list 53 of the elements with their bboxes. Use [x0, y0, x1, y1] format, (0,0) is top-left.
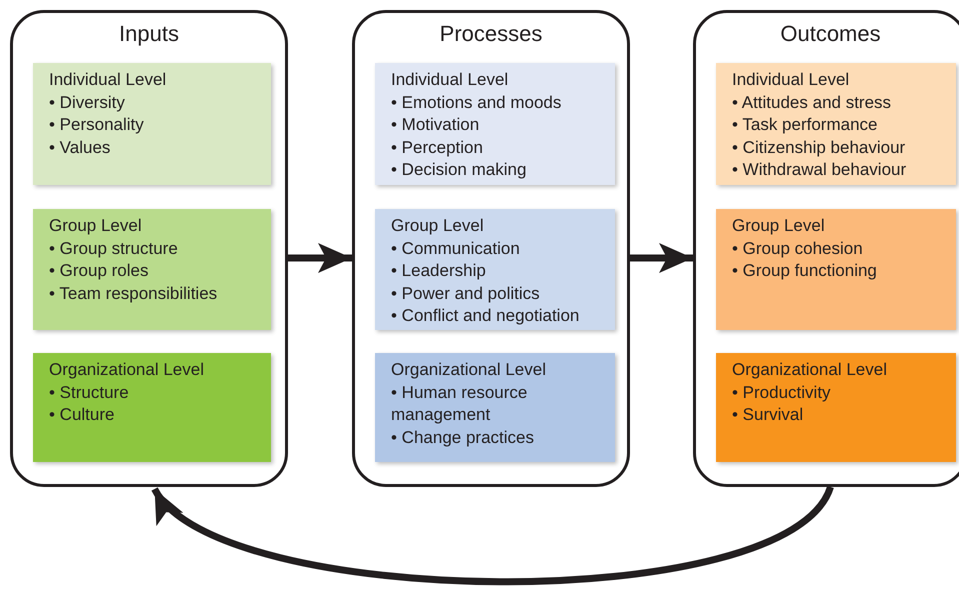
list-item: • Diversity — [49, 92, 125, 114]
level-box — [33, 353, 271, 462]
level-heading: Individual Level — [732, 69, 850, 91]
list-item: • Personality — [49, 114, 144, 136]
list-item: • Values — [49, 136, 110, 158]
panel-title: Outcomes — [780, 21, 881, 47]
level-heading: Organizational Level — [49, 359, 204, 381]
list-item: • Group structure — [49, 238, 178, 260]
level-box — [375, 63, 615, 185]
list-item: • Communication — [391, 238, 520, 260]
level-box — [33, 209, 271, 330]
panel-title: Processes — [440, 21, 542, 47]
list-item: • Culture — [49, 404, 114, 426]
level-box — [375, 209, 615, 330]
list-item: • Productivity — [732, 382, 831, 404]
list-item: • Power and politics — [391, 282, 540, 304]
list-item: • Leadership — [391, 260, 486, 282]
list-item: • Group functioning — [732, 260, 877, 282]
arrow — [630, 243, 693, 274]
level-box — [716, 209, 956, 330]
level-box — [375, 353, 615, 462]
panel-title: Inputs — [119, 21, 179, 47]
list-item: • Change practices — [391, 426, 534, 448]
level-heading: Group Level — [49, 215, 142, 237]
level-heading: Organizational Level — [732, 359, 887, 381]
list-item: • Withdrawal behaviour — [732, 159, 906, 181]
list-item: • Survival — [732, 404, 804, 426]
list-item: • Citizenship behaviour — [732, 136, 906, 158]
level-heading: Individual Level — [391, 69, 508, 91]
list-item: • Perception — [391, 136, 483, 158]
arrow — [288, 243, 352, 274]
list-item: • Group roles — [49, 260, 148, 282]
list-item: • Attitudes and stress — [732, 92, 892, 114]
level-box — [716, 63, 956, 185]
level-box — [716, 353, 956, 462]
stage-panel — [352, 10, 630, 487]
list-item: • Task performance — [732, 114, 878, 136]
list-item: • Motivation — [391, 114, 480, 136]
level-heading: Individual Level — [49, 69, 166, 91]
list-item: • Decision making — [391, 159, 526, 181]
stage-panel — [10, 10, 288, 487]
level-box — [33, 63, 271, 185]
arrow — [152, 485, 834, 586]
list-item: • Team responsibilities — [49, 282, 218, 304]
stage-panel — [693, 10, 959, 487]
list-item: • Emotions and moods — [391, 92, 562, 114]
list-item: • Group cohesion — [732, 238, 863, 260]
level-heading: Group Level — [391, 215, 484, 237]
list-item: • Human resource management — [391, 382, 528, 426]
level-heading: Group Level — [732, 215, 825, 237]
list-item: • Conflict and negotiation — [391, 305, 580, 327]
list-item: • Structure — [49, 382, 129, 404]
level-heading: Organizational Level — [391, 359, 546, 381]
